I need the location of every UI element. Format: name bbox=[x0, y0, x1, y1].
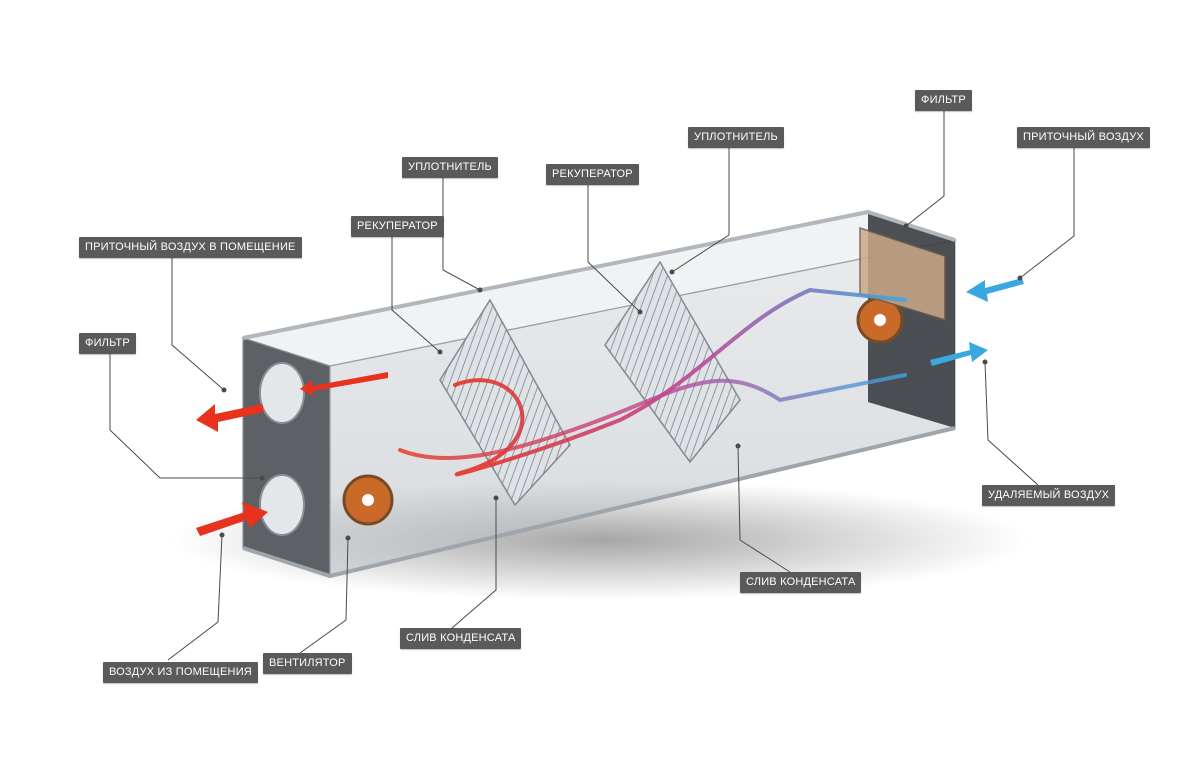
leader-supply-air bbox=[1019, 148, 1075, 279]
leader-recuperator-right bbox=[587, 185, 641, 313]
leader-exhaust-air bbox=[984, 361, 1039, 486]
label-supply-air-room: ПРИТОЧНЫЙ ВОЗДУХ В ПОМЕЩЕНИЕ bbox=[79, 237, 302, 258]
top-rail bbox=[242, 209, 956, 340]
leader-supply-room bbox=[171, 258, 225, 391]
duct-collar-lower bbox=[259, 474, 305, 536]
label-condensate-drain-right: СЛИВ КОНДЕНСАТА bbox=[740, 572, 862, 593]
leader-dot-supply-air bbox=[1017, 275, 1023, 281]
label-recuperator-right: РЕКУПЕРАТОР bbox=[546, 164, 639, 185]
leader-dot-filter-right bbox=[903, 223, 909, 229]
leader-dot-exhaust-air bbox=[982, 359, 988, 365]
arrow-upper-inner bbox=[300, 372, 388, 396]
leader-recuperator-left bbox=[391, 237, 441, 353]
airflow-supply bbox=[453, 287, 907, 477]
leader-fan bbox=[299, 537, 349, 654]
label-supply-air: ПРИТОЧНЫЙ ВОЗДУХ bbox=[1017, 127, 1150, 148]
airflow-exhaust bbox=[398, 373, 907, 461]
leader-seal-right bbox=[671, 148, 730, 273]
leader-drain-right bbox=[737, 445, 791, 573]
label-condensate-drain-left: СЛИВ КОНДЕНСАТА bbox=[400, 628, 522, 649]
duct-collar-upper bbox=[259, 362, 305, 424]
leader-dot-drain-left bbox=[493, 495, 499, 501]
leader-seal-left bbox=[442, 178, 481, 291]
arrow-supply-out bbox=[196, 404, 264, 432]
label-seal-right: УПЛОТНИТЕЛЬ bbox=[688, 127, 784, 148]
label-air-from-room: ВОЗДУХ ИЗ ПОМЕЩЕНИЯ bbox=[103, 662, 258, 683]
arrow-room-in bbox=[196, 502, 268, 536]
arrow-supply-in bbox=[966, 278, 1024, 302]
leader-dot-filter-left bbox=[259, 475, 265, 481]
leader-dot-recuperator-right bbox=[637, 309, 643, 315]
label-exhaust-air: УДАЛЯЕМЫЙ ВОЗДУХ bbox=[982, 485, 1116, 506]
leader-dot-fan bbox=[345, 535, 351, 541]
arrow-exhaust-out bbox=[930, 342, 988, 366]
leader-filter-right bbox=[905, 111, 945, 227]
leader-air-from-room bbox=[167, 534, 223, 661]
leader-filter-left bbox=[109, 354, 262, 479]
leader-drain-left bbox=[451, 498, 497, 629]
label-seal-left: УПЛОТНИТЕЛЬ bbox=[402, 157, 498, 178]
leader-dot-air-from-room bbox=[219, 532, 225, 538]
label-recuperator-left: РЕКУПЕРАТОР bbox=[351, 216, 444, 237]
label-fan: ВЕНТИЛЯТОР bbox=[263, 653, 352, 674]
leader-dot-seal-right bbox=[669, 269, 675, 275]
leader-dot-drain-right bbox=[735, 443, 741, 449]
leader-dot-supply-room bbox=[221, 387, 227, 393]
label-filter-right: ФИЛЬТР bbox=[915, 90, 972, 111]
leader-dot-seal-left bbox=[477, 287, 483, 293]
leader-dot-recuperator-left bbox=[437, 349, 443, 355]
label-filter-left: ФИЛЬТР bbox=[79, 333, 136, 354]
bottom-rail bbox=[242, 426, 956, 579]
fan-right-hub bbox=[874, 314, 886, 326]
fan-left-hub bbox=[362, 494, 374, 506]
